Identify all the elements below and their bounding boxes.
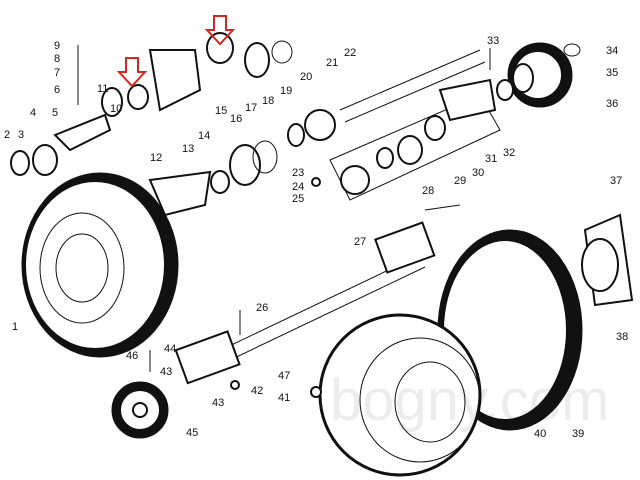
part-label: 43 (212, 397, 224, 409)
part-label: 38 (616, 331, 628, 343)
part-label: 9 (54, 40, 60, 52)
part-labels: 1 2 3 4 5 6 7 8 9 10 11 12 13 14 15 16 1… (4, 35, 628, 440)
part-label: 39 (572, 428, 584, 440)
part-label: 40 (534, 428, 546, 440)
part-label: 29 (454, 175, 466, 187)
part-label: 25 (292, 193, 304, 205)
part-label: 14 (198, 130, 210, 142)
part-label: 6 (54, 84, 60, 96)
part-label: 5 (52, 107, 58, 119)
part-label: 15 (215, 105, 227, 117)
part-label: 12 (150, 152, 162, 164)
part-label: 7 (54, 67, 60, 79)
part-label: 31 (485, 153, 497, 165)
part-label: 46 (126, 350, 138, 362)
wheel-left (21, 172, 179, 358)
part-label: 11 (97, 83, 108, 95)
part-label: 36 (606, 98, 618, 110)
part-label: 35 (606, 67, 618, 79)
part-label: 23 (292, 167, 304, 179)
part-label: 32 (503, 147, 515, 159)
highlight-arrows (116, 15, 236, 88)
part-label: 16 (230, 113, 242, 125)
part-label: 44 (164, 343, 176, 355)
part-label: 28 (422, 185, 434, 197)
part-label: 13 (182, 143, 194, 155)
part-label: 19 (280, 85, 292, 97)
part-label: 10 (110, 103, 122, 115)
part-label: 42 (251, 385, 263, 397)
part-label: 37 (610, 175, 622, 187)
part-label: 2 (4, 129, 10, 141)
small-parts (10, 32, 581, 398)
part-label: 3 (18, 129, 24, 141)
part-label: 18 (262, 95, 274, 107)
flange (581, 213, 634, 307)
part-label: 34 (606, 45, 618, 57)
part-label: 47 (278, 370, 290, 382)
part-label: 22 (344, 47, 356, 59)
part-label: 1 (12, 321, 18, 333)
watermark: bogny.com (330, 368, 609, 433)
part-label: 26 (256, 302, 268, 314)
part-label: 30 (472, 167, 484, 179)
part-label: 20 (300, 71, 312, 83)
part-label: 33 (487, 35, 499, 47)
part-label: 8 (54, 53, 60, 65)
part-label: 45 (186, 427, 198, 439)
part-label: 21 (326, 57, 338, 69)
part-label: 4 (30, 107, 36, 119)
sprocket-top (507, 42, 573, 108)
axle (174, 221, 436, 385)
part-label: 43 (160, 366, 172, 378)
sprocket-bottom (111, 381, 169, 439)
part-label: 24 (292, 181, 304, 193)
part-label: 27 (354, 236, 366, 248)
part-label: 41 (278, 392, 290, 404)
part-label: 17 (245, 102, 257, 114)
